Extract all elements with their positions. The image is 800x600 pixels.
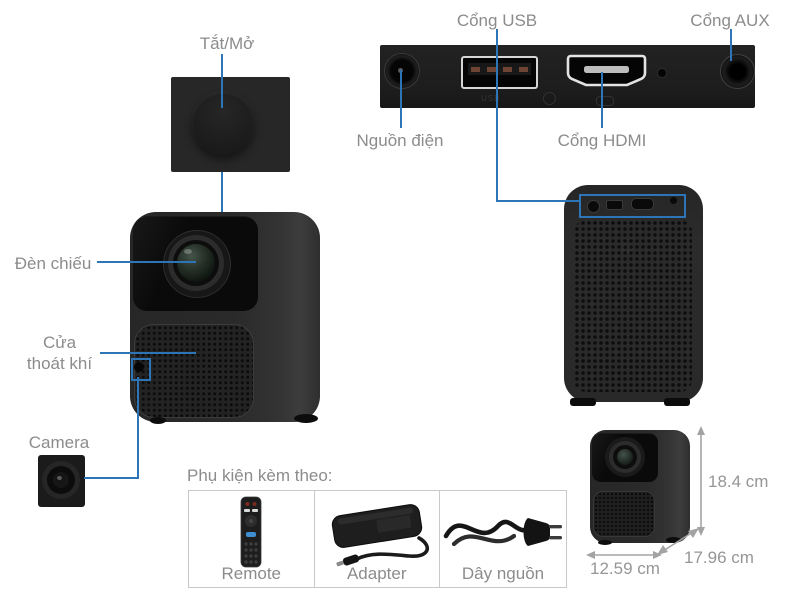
air-vent-callout-line (100, 352, 196, 354)
camera-closeup-glass (53, 472, 69, 488)
rear-foot-right (664, 398, 690, 406)
usb-port-icon (461, 56, 538, 89)
power-input-callout-line (400, 70, 402, 128)
front-foot-right (294, 414, 318, 423)
aux-callout-line (730, 29, 732, 61)
depth-dimension-label: 17.96 cm (684, 548, 754, 567)
camera-link-line-h (84, 477, 139, 479)
rear-hdmi-port-icon (631, 198, 654, 210)
hdmi-engraving-icon (596, 96, 614, 106)
depth-dimension-arrow (657, 528, 699, 555)
mini-vent-grille (593, 491, 655, 537)
panel-to-rear-line-v (496, 73, 498, 202)
accessory-adapter-cell: Adapter (313, 491, 440, 587)
rear-aux-hole-icon (670, 197, 677, 204)
power-knob (192, 92, 254, 154)
rear-vent-grille (574, 220, 692, 392)
camera-closeup-glint (57, 476, 62, 480)
accessories-table: Remote Adapter (188, 490, 567, 588)
usb-port-label: Cổng USB (456, 11, 538, 30)
mini-lens-glass (617, 449, 633, 465)
accessories-title: Phụ kiện kèm theo: (187, 466, 333, 485)
power-cord-image (443, 518, 562, 547)
accessory-power-cord-label: Dây nguồn (461, 564, 545, 583)
camera-dot (134, 362, 144, 372)
hdmi-port-icon (566, 54, 647, 87)
lens-glint (184, 249, 192, 254)
front-foot-left (150, 417, 166, 424)
camera-highlight-box (131, 358, 151, 381)
hdmi-callout-line (601, 72, 603, 128)
power-jack-icon (384, 53, 420, 89)
usb-tongue (468, 63, 531, 75)
accessory-power-cord-cell: Dây nguồn (439, 491, 566, 587)
power-toggle-label: Tắt/Mở (199, 34, 255, 53)
rear-power-jack-icon (587, 200, 600, 213)
rear-logo-mark: ƒʂ (620, 240, 634, 254)
rear-foot-left (570, 398, 596, 406)
lens-glass (177, 244, 215, 282)
lens-label: Đèn chiếu (14, 254, 92, 273)
mini-foot-right (666, 537, 681, 543)
remote-image (240, 496, 262, 568)
accessory-remote-label: Remote (221, 564, 282, 583)
height-dimension-label: 18.4 cm (708, 472, 769, 491)
accessory-remote-cell: Remote (189, 491, 314, 587)
camera-link-line-v (137, 377, 139, 479)
adapter-image (331, 504, 429, 567)
usb-callout-line (496, 29, 498, 73)
aux-jack-hole (731, 65, 742, 76)
hdmi-port-label: Cổng HDMI (557, 131, 647, 150)
mini-foot-left (598, 540, 612, 545)
width-dimension-arrow (586, 551, 662, 559)
front-vent-grille (134, 324, 254, 418)
air-vent-label: Cửa thoát khí (26, 333, 93, 373)
aux-port-label: Cổng AUX (690, 11, 770, 30)
camera-label: Camera (28, 433, 90, 452)
rear-ports-highlight-box (579, 194, 686, 218)
power-toggle-link-line (221, 172, 223, 212)
accessory-adapter-label: Adapter (346, 564, 407, 583)
lens-callout-line (97, 261, 196, 263)
width-dimension-label: 12.59 cm (590, 559, 660, 578)
mic-hole-icon (657, 68, 667, 78)
usb-engraving: USB (481, 94, 501, 103)
rear-usb-port-icon (606, 200, 623, 210)
panel-to-rear-line-h (496, 200, 581, 202)
power-input-label: Nguồn điện (356, 131, 444, 150)
height-dimension-arrow (697, 426, 705, 536)
eject-engraving-icon (543, 92, 556, 105)
power-toggle-callout-line (221, 54, 223, 108)
